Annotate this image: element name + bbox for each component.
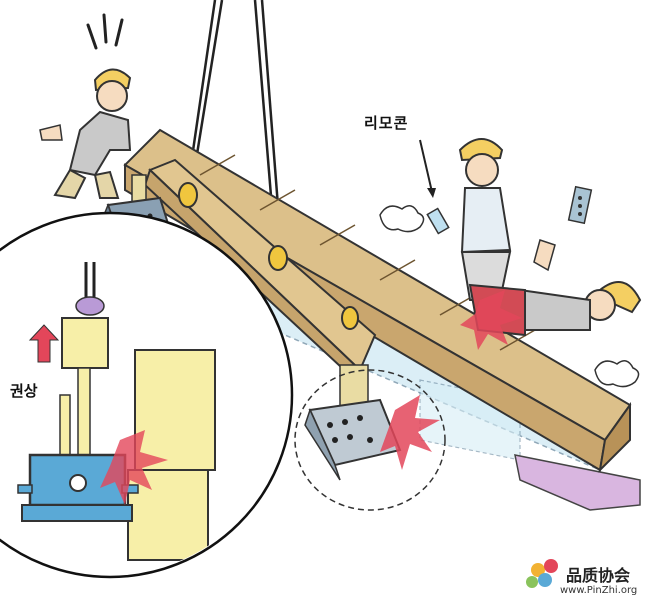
- falling-remote: [567, 185, 593, 225]
- impact-burst-worker: [460, 290, 522, 350]
- watermark-name: 品质协会: [566, 566, 631, 585]
- remote-label: 리모콘: [364, 114, 409, 132]
- impact-burst-right: [380, 395, 440, 470]
- detail-inset: [0, 211, 294, 579]
- highlight-ellipse: [294, 369, 446, 511]
- lift-up-label: 권상: [10, 382, 38, 400]
- remote-pointer-arrow: [419, 139, 433, 193]
- right-magnet-lifter: [304, 364, 402, 481]
- watermark-logo-icon: [526, 559, 558, 588]
- worker-operator: [426, 138, 512, 301]
- dust-puffs: [379, 205, 640, 388]
- support-pad: [514, 454, 641, 511]
- worker-left: [39, 13, 132, 200]
- lift-up-arrow: [28, 324, 60, 363]
- lifting-hooks: [178, 182, 359, 330]
- remote-pointer-arrowhead: [427, 188, 436, 198]
- watermark-url: www.PinZhi.org: [560, 585, 638, 596]
